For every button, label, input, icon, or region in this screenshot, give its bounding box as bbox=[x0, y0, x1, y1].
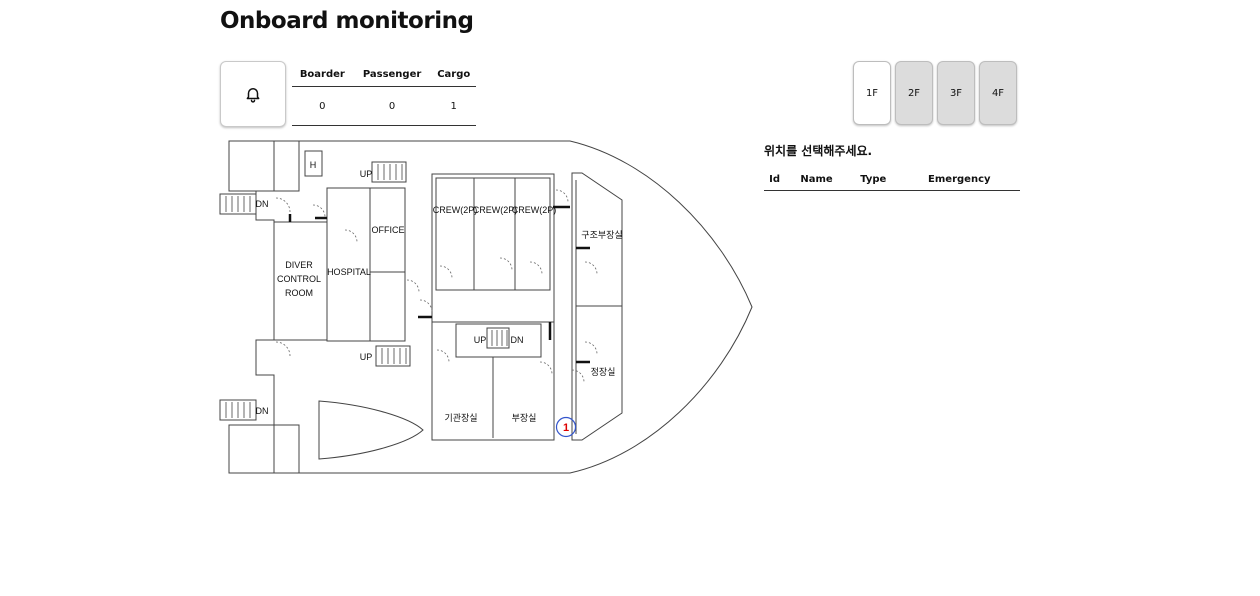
table-row: 0 0 1 bbox=[292, 86, 476, 126]
lifeboat-shape bbox=[318, 400, 424, 460]
diver-room-label-1[interactable]: DIVER bbox=[285, 260, 313, 270]
occupancy-counts-table: Boarder Passenger Cargo 0 0 1 bbox=[292, 62, 476, 126]
crew-block bbox=[431, 173, 555, 441]
name-column-header: Name bbox=[785, 168, 848, 191]
emergency-column-header: Emergency bbox=[898, 168, 1020, 191]
stair-up-label-mid: UP bbox=[360, 352, 373, 362]
hospital-office-block bbox=[326, 187, 406, 342]
captain-room-label[interactable]: 정장실 bbox=[591, 367, 616, 377]
floor-button-2f[interactable]: 2F bbox=[895, 61, 933, 125]
stair-up-label-top: UP bbox=[360, 169, 373, 179]
page-title: Onboard monitoring bbox=[220, 8, 474, 34]
aft-block-top bbox=[228, 140, 300, 192]
cargo-count: 1 bbox=[431, 86, 476, 126]
location-table: Id Name Type Emergency bbox=[764, 168, 1020, 191]
stair-dn-label-top: DN bbox=[256, 199, 269, 209]
stair-dn-bottom bbox=[219, 399, 257, 421]
alarm-bell-button[interactable] bbox=[220, 61, 286, 127]
floor-button-1f[interactable]: 1F bbox=[853, 61, 891, 125]
floor-selector: 1F 2F 3F 4F bbox=[853, 61, 1017, 125]
crew-room-2-label[interactable]: CREW(2P) bbox=[473, 205, 518, 215]
forward-cabins bbox=[571, 172, 623, 441]
cargo-marker-label[interactable]: 1 bbox=[563, 422, 569, 434]
type-column-header: Type bbox=[847, 168, 899, 191]
location-prompt: 위치를 선택해주세요. bbox=[764, 144, 873, 158]
stair-center bbox=[486, 327, 510, 349]
stair-dn-top bbox=[219, 193, 257, 215]
stair-up-mid bbox=[375, 345, 411, 367]
bell-icon bbox=[246, 88, 260, 103]
cargo-marker-ring[interactable] bbox=[555, 416, 577, 438]
passenger-header: Passenger bbox=[352, 62, 432, 87]
id-column-header: Id bbox=[764, 168, 786, 191]
cargo-header: Cargo bbox=[431, 62, 476, 87]
passenger-count: 0 bbox=[352, 86, 432, 126]
helipad-box bbox=[304, 150, 323, 177]
deck-floor-plan[interactable]: H DIVER CONTROL ROOM HOSPITAL OFFICE CRE… bbox=[218, 138, 758, 478]
diver-room-label-3[interactable]: ROOM bbox=[285, 288, 313, 298]
boarder-header: Boarder bbox=[292, 62, 353, 87]
hospital-label[interactable]: HOSPITAL bbox=[327, 267, 371, 277]
crew-room-1-label[interactable]: CREW(2P) bbox=[433, 205, 478, 215]
vice-chief-room-label[interactable]: 부장실 bbox=[512, 413, 537, 423]
stair-center-dn-label: DN bbox=[511, 335, 524, 345]
diver-room-label-2[interactable]: CONTROL bbox=[277, 274, 321, 284]
helipad-label: H bbox=[310, 160, 317, 170]
chief-engineer-room-label[interactable]: 기관장실 bbox=[444, 413, 477, 423]
rescue-chief-room-label[interactable]: 구조부장실 bbox=[581, 230, 622, 240]
boarder-count: 0 bbox=[292, 86, 353, 126]
crew-room-3-label[interactable]: CREW(2P) bbox=[512, 205, 557, 215]
office-label[interactable]: OFFICE bbox=[372, 225, 405, 235]
stair-center-up-label: UP bbox=[474, 335, 487, 345]
hull-outline bbox=[229, 140, 753, 474]
floor-button-4f[interactable]: 4F bbox=[979, 61, 1017, 125]
stair-dn-label-bottom: DN bbox=[256, 406, 269, 416]
floor-button-3f[interactable]: 3F bbox=[937, 61, 975, 125]
stair-up-top bbox=[371, 161, 407, 183]
aft-block-bottom bbox=[228, 424, 300, 474]
